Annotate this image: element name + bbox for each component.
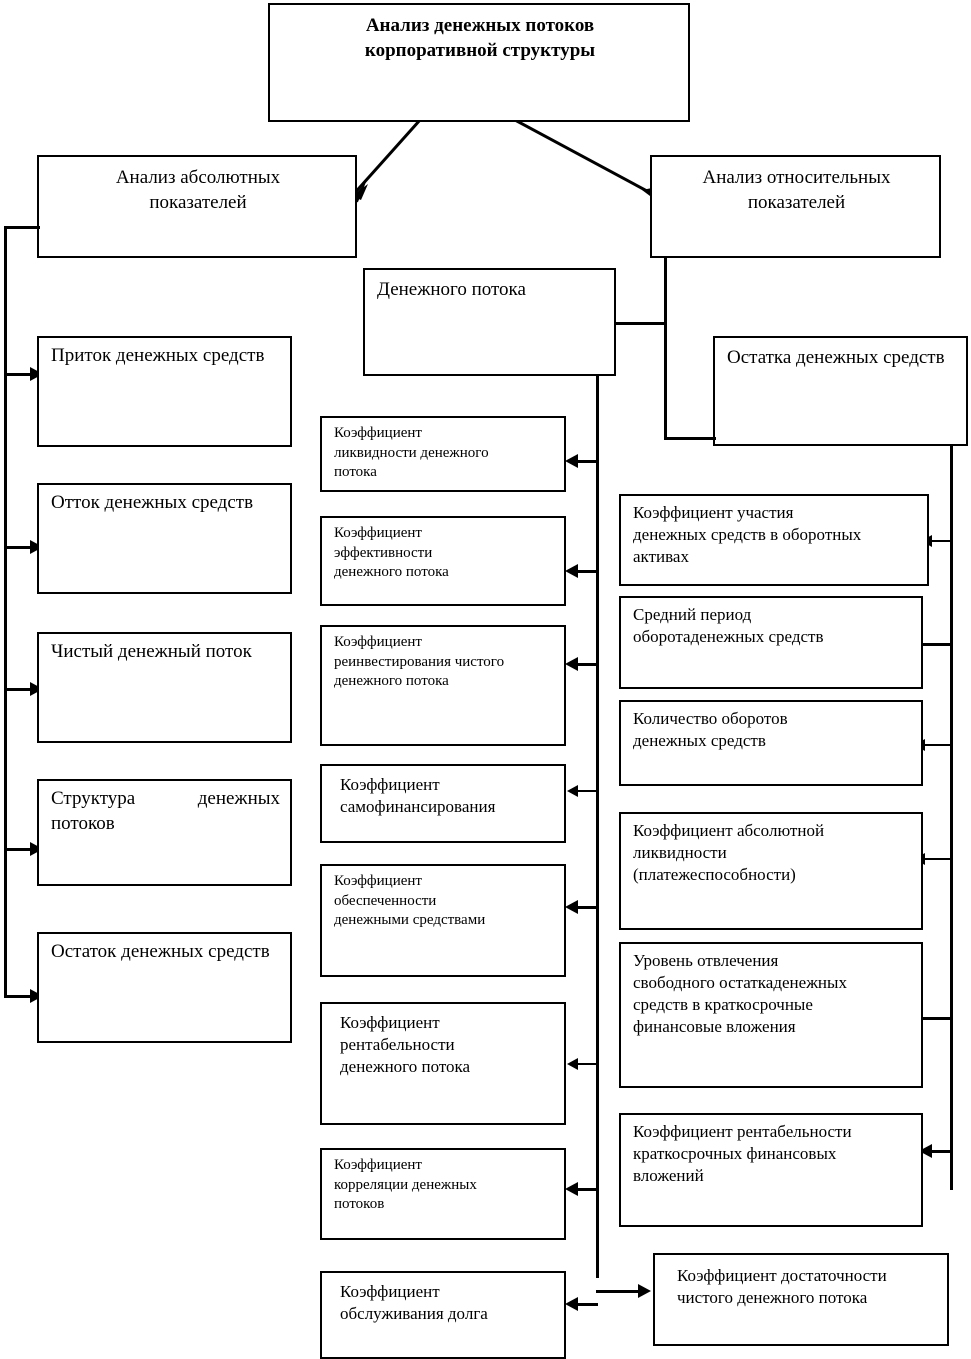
cashflow-ratio-label-4: Коэффициент самофинансирования (340, 775, 496, 817)
left-branch-1 (4, 373, 32, 376)
cashflow-ratio-label-1: Коэффициент ликвидности денежного потока (334, 425, 489, 480)
relative-analysis-box: Анализ относительных показателей (650, 155, 941, 258)
title-text: Анализ денежных потоков корпоративной ст… (364, 15, 596, 61)
title-box: Анализ денежных потоков корпоративной ст… (268, 3, 690, 122)
balance-ratio-box-3: Количество оборотов денежных средств (619, 700, 923, 786)
left-branch-4 (4, 848, 32, 851)
cashflow-ratio-label-6: Коэффициент рентабельности денежного пот… (340, 1013, 471, 1077)
cashflow-arrow-3-icon (565, 657, 578, 671)
absolute-indicator-label-2: Отток денежных средств (51, 492, 254, 513)
balance-ratio-box-2: Средний период оборотаденежных средств (619, 596, 923, 689)
cashflow-ratio-box-3: Коэффициент реинвестирования чистого ден… (320, 625, 566, 746)
absolute-indicator-box-4: Структура денежных потоков (37, 779, 292, 886)
balance-ratio-label-5: Уровень отвлечения свободного остаткаден… (633, 951, 847, 1037)
balance-branch-5 (922, 1017, 952, 1020)
left-bus-vertical (4, 226, 7, 998)
absolute-indicator-box-5: Остаток денежных средств (37, 932, 292, 1043)
balance-ratio-label-4: Коэффициент абсолютной ликвидности (плат… (633, 821, 825, 885)
cashflow-ratio-label-8: Коэффициент обслуживания долга (340, 1282, 488, 1324)
cashflow-branch-7 (578, 1188, 598, 1191)
cashflow-branch-4 (578, 790, 598, 792)
cashflow-branch-2 (578, 570, 598, 573)
cashflow-arrow-7-icon (565, 1182, 578, 1196)
absolute-analysis-label: Анализ абсолютных показателей (115, 167, 281, 213)
cashflow-ratio-box-4: Коэффициент самофинансирования (320, 764, 566, 843)
balance-bus-vertical (950, 446, 953, 1190)
absolute-indicator-label-1: Приток денежных средств (51, 345, 265, 366)
cashflow-arrow-1-icon (565, 454, 578, 468)
cashflow-branch-1 (578, 460, 598, 463)
absolute-indicator-label-4: Структура денежных потоков (51, 788, 280, 834)
bottom-branch-right (596, 1290, 641, 1293)
balance-ratio-label-2: Средний период оборотаденежных средств (633, 605, 824, 647)
cashflow-ratio-box-1: Коэффициент ликвидности денежного потока (320, 416, 566, 492)
balance-ratio-box-5: Уровень отвлечения свободного остаткаден… (619, 942, 923, 1088)
cashflow-arrow-5-icon (565, 900, 578, 914)
cash-balance-subhead-box: Остатка денежных средств (713, 336, 968, 446)
absolute-indicator-box-2: Отток денежных средств (37, 483, 292, 594)
cashflow-branch-6 (578, 1063, 598, 1065)
cash-flow-subhead-box: Денежного потока (363, 268, 616, 376)
absolute-indicator-label-3: Чистый денежный поток (51, 641, 252, 662)
absolute-indicator-box-3: Чистый денежный поток (37, 632, 292, 743)
left-branch-3 (4, 688, 32, 691)
cashflow-branch-5 (578, 906, 598, 909)
cashflow-ratio-label-3: Коэффициент реинвестирования чистого ден… (334, 634, 505, 689)
balance-ratio-box-4: Коэффициент абсолютной ликвидности (плат… (619, 812, 923, 930)
cashflow-bus-vertical (596, 376, 599, 1278)
cashflow-ratio-box-2: Коэффициент эффективности денежного пото… (320, 516, 566, 606)
absolute-analysis-box: Анализ абсолютных показателей (37, 155, 357, 258)
absolute-indicator-label-5: Остаток денежных средств (51, 941, 270, 962)
cashflow-ratio-box-6: Коэффициент рентабельности денежного пот… (320, 1002, 566, 1125)
balance-branch-3 (925, 744, 952, 746)
balance-branch-2 (922, 643, 952, 646)
balance-branch-1 (932, 540, 952, 542)
cashflow-arrow-2-icon (565, 564, 578, 578)
bottom-ratio-box: Коэффициент достаточности чистого денежн… (653, 1253, 949, 1346)
cashflow-ratio-box-8: Коэффициент обслуживания долга (320, 1271, 566, 1359)
cash-flow-subhead-label: Денежного потока (377, 279, 526, 300)
relative-trunk-vertical (664, 258, 667, 440)
left-bus-stub (4, 226, 40, 229)
cashflow-ratio-box-7: Коэффициент корреляции денежных потоков (320, 1148, 566, 1240)
balance-ratio-label-3: Количество оборотов денежных средств (633, 709, 788, 751)
cashflow-arrow-8-icon (565, 1297, 578, 1311)
balance-ratio-label-6: Коэффициент рентабельности краткосрочных… (633, 1122, 852, 1186)
balance-ratio-label-1: Коэффициент участия денежных средств в о… (633, 503, 862, 567)
relative-branch-to-cashflow (616, 322, 667, 325)
absolute-indicator-box-1: Приток денежных средств (37, 336, 292, 447)
cashflow-ratio-box-5: Коэффициент обеспеченности денежными сре… (320, 864, 566, 977)
balance-ratio-box-6: Коэффициент рентабельности краткосрочных… (619, 1113, 923, 1227)
bottom-arrow-right-icon (638, 1284, 651, 1298)
cashflow-arrow-4-icon (567, 785, 578, 797)
cashflow-branch-3 (578, 663, 598, 666)
cashflow-ratio-label-2: Коэффициент эффективности денежного пото… (334, 525, 449, 580)
cashflow-ratio-label-5: Коэффициент обеспеченности денежными сре… (334, 873, 486, 928)
balance-branch-4 (925, 858, 952, 860)
left-branch-2 (4, 546, 32, 549)
cash-balance-subhead-label: Остатка денежных средств (727, 347, 945, 368)
cashflow-branch-8 (578, 1303, 598, 1306)
left-branch-5 (4, 995, 32, 998)
balance-branch-6 (932, 1150, 952, 1153)
cashflow-arrow-6-icon (567, 1058, 578, 1070)
balance-ratio-box-1: Коэффициент участия денежных средств в о… (619, 494, 929, 586)
relative-branch-to-balance (664, 437, 716, 440)
cashflow-ratio-label-7: Коэффициент корреляции денежных потоков (334, 1157, 477, 1212)
bottom-ratio-label: Коэффициент достаточности чистого денежн… (677, 1266, 887, 1308)
relative-analysis-label: Анализ относительных показателей (702, 167, 891, 213)
